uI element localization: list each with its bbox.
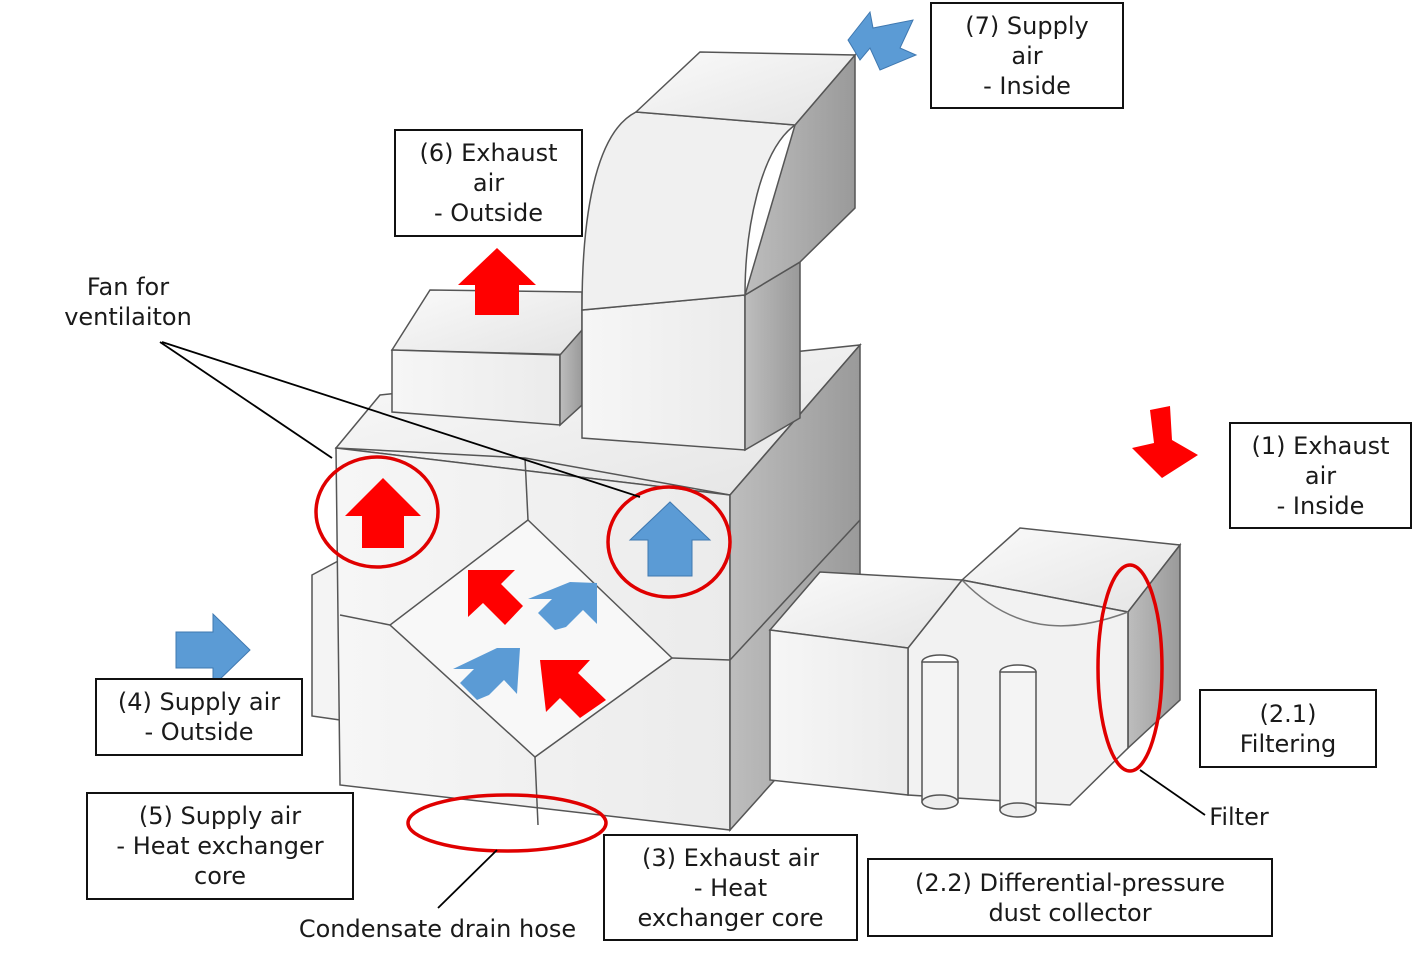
label-supply-hx: (5) Supply air - Heat exchanger core bbox=[86, 792, 354, 900]
top-exhaust-box bbox=[390, 289, 583, 427]
hx-supply-arrow-upper bbox=[528, 582, 597, 630]
exhaust-inside-arrow bbox=[1132, 406, 1198, 478]
leader-lines bbox=[159, 341, 1206, 909]
label-exhaust-outside: (6) Exhaust air - Outside bbox=[394, 129, 583, 237]
supply-outside-arrow bbox=[175, 612, 251, 688]
filter-duct bbox=[768, 527, 1182, 818]
label-supply-outside: (4) Supply air - Outside bbox=[95, 678, 303, 756]
label-filtering: (2.1) Filtering bbox=[1199, 689, 1377, 768]
hx-exhaust-arrow-upper bbox=[468, 570, 523, 625]
label-supply-inside: (7) Supply air - Inside bbox=[930, 2, 1124, 109]
label-exhaust-inside: (1) Exhaust air - Inside bbox=[1229, 422, 1412, 529]
supply-inside-arrow bbox=[847, 10, 918, 71]
supply-duct-elbow bbox=[581, 51, 857, 452]
filter-highlight bbox=[1096, 563, 1164, 773]
hx-supply-arrow-lower bbox=[453, 648, 520, 700]
fan-highlight-left bbox=[314, 455, 440, 569]
label-drain-hose: Condensate drain hose bbox=[298, 915, 577, 943]
fan-exhaust-arrow bbox=[345, 478, 421, 548]
drain-hose-highlight bbox=[406, 793, 608, 853]
fan-supply-arrow bbox=[628, 501, 712, 577]
label-dust-collector: (2.2) Differential-pressure dust collect… bbox=[867, 858, 1273, 937]
label-exhaust-hx: (3) Exhaust air - Heat exchanger core bbox=[603, 834, 858, 941]
label-filter: Filter bbox=[1209, 803, 1269, 831]
hx-exhaust-arrow-lower bbox=[540, 660, 606, 718]
exhaust-outside-arrow bbox=[458, 248, 536, 315]
fan-highlight-right bbox=[606, 485, 732, 599]
label-fan: Fan for ventilaiton bbox=[64, 273, 192, 331]
